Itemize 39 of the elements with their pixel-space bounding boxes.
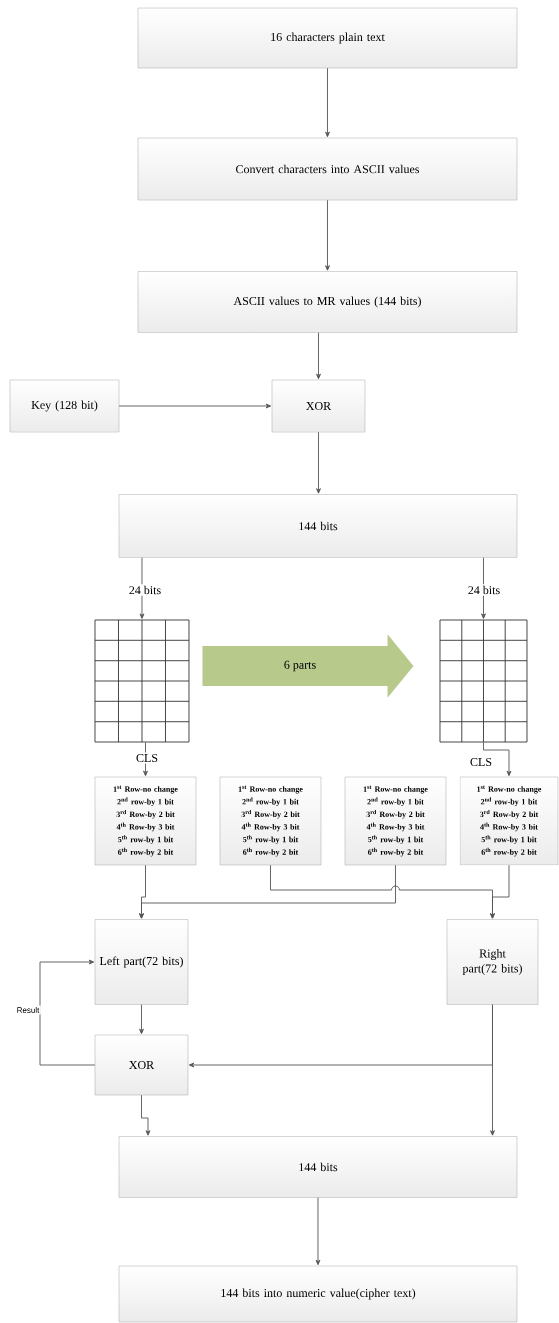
edge-label: Result [15, 1005, 41, 1015]
arrow [316, 332, 321, 380]
process-box: Key (128 bit) [9, 379, 120, 433]
arrow [483, 742, 512, 777]
arrow [490, 864, 510, 919]
process-box: 144 bits [118, 1136, 518, 1198]
arrow [139, 1004, 144, 1035]
process-box: 144 bits [118, 494, 518, 558]
process-box: $\textbf{1}^{\textbf{st}}\textbf{ Row-no change}$ $\textbf{2}^{\textbf{nd}}\textbf{ row-by 1 bit}$ $\textbf{3}^{\textbf{rd}}\textbf{ Row-by 2 bit}$ $\textbf{4}^{\textbf{th}}\textbf{ Row-by 3 bit}$ $\textbf{5}^{\textbf{th}}\textbf{ row-by 1 bit}$ $\textbf{6}^{\textbf{th}}\textbf{ row-by 2 bit}$ [459, 776, 559, 866]
arrow [490, 1004, 495, 1136]
edge-label: 24 bits [127, 584, 163, 596]
process-box: 16 characters plain text [137, 7, 518, 69]
arrow [316, 431, 321, 494]
grid-drawing [94, 619, 190, 743]
edge-label: 24 bits [466, 584, 502, 596]
process-box: Convert characters into ASCII values [137, 137, 518, 201]
edge-label: CLS [134, 752, 160, 764]
arrow [39, 959, 96, 1066]
edge-label: 6 parts [282, 659, 318, 673]
edge-label: CLS [468, 756, 494, 768]
arrow [141, 1094, 151, 1136]
process-box: XOR [271, 379, 366, 433]
process-box: $\textbf{1}^{\textbf{st}}\textbf{ Row-no change}$ $\textbf{2}^{\textbf{nd}}\textbf{ row-by 1 bit}$ $\textbf{3}^{\textbf{rd}}\textbf{ Row-by 2 bit}$ $\textbf{4}^{\textbf{th}}\textbf{ Row-by 3 bit}$ $\textbf{5}^{\textbf{th}}\textbf{ row-by 1 bit}$ $\textbf{6}^{\textbf{th}}\textbf{ row-by 2 bit}$ [219, 776, 322, 866]
arrow [315, 1197, 321, 1266]
grid-drawing [439, 619, 528, 743]
process-box: Right part(72 bits) [446, 919, 539, 1005]
arrow [325, 199, 330, 271]
process-box: Left part(72 bits) [94, 919, 189, 1005]
arrow [118, 403, 272, 409]
arrow [481, 557, 486, 619]
process-box: 144 bits into numeric value(cipher text) [118, 1265, 518, 1323]
arrow [325, 67, 330, 138]
process-box: $\textbf{1}^{\textbf{st}}\textbf{ Row-no change}$ $\textbf{2}^{\textbf{nd}}\textbf{ row-by 1 bit}$ $\textbf{3}^{\textbf{rd}}\textbf{ Row-by 2 bit}$ $\textbf{4}^{\textbf{th}}\textbf{ Row-by 3 bit}$ $\textbf{5}^{\textbf{th}}\textbf{ row-by 1 bit}$ $\textbf{6}^{\textbf{th}}\textbf{ row-by 2 bit}$ [344, 776, 447, 866]
process-box: ASCII values to MR values (144 bits) [137, 271, 518, 333]
arrow [139, 557, 145, 619]
process-box: XOR [94, 1034, 189, 1096]
arrow [143, 742, 148, 777]
arrow [139, 864, 396, 919]
process-box: $\textbf{1}^{\textbf{st}}\textbf{ Row-no change}$ $\textbf{2}^{\textbf{nd}}\textbf{ row-by 1 bit}$ $\textbf{3}^{\textbf{rd}}\textbf{ Row-by 2 bit}$ $\textbf{4}^{\textbf{th}}\textbf{ Row-by 3 bit}$ $\textbf{5}^{\textbf{th}}\textbf{ row-by 1 bit}$ $\textbf{6}^{\textbf{th}}\textbf{ row-by 2 bit}$ [94, 776, 197, 866]
